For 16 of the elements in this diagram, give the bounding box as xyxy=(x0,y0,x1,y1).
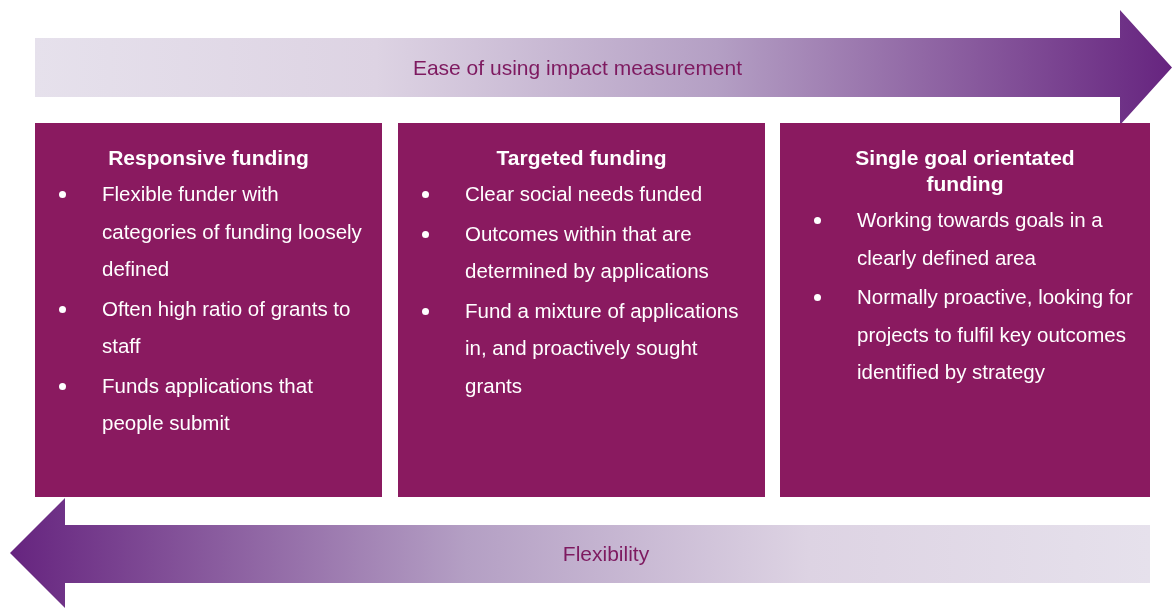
category-card xyxy=(398,123,765,497)
card-heading: Targeted funding xyxy=(495,145,668,171)
bullet-text: Working towards goals in a clearly defined area xyxy=(857,207,1104,271)
category-card xyxy=(35,123,382,497)
arrow-label: Flexibility xyxy=(562,541,650,568)
bullet-text: Outcomes within that are determined by applications xyxy=(465,220,710,284)
card-heading: Responsive funding xyxy=(107,145,310,171)
bullet-text: Clear social needs funded xyxy=(465,181,704,207)
card-heading: Single goal orientated funding xyxy=(854,145,1076,197)
bullet-text: Funds applications that people submit xyxy=(102,372,314,436)
category-card xyxy=(780,123,1150,497)
bullet-text: Normally proactive, looking for projects to fulfil key outcomes identified by strategy xyxy=(857,284,1134,385)
bullet-text: Flexible funder with categories of funding loosely defined xyxy=(102,181,363,282)
bullet-text: Often high ratio of grants to staff xyxy=(102,295,352,359)
arrow-label: Ease of using impact measurement xyxy=(412,54,743,81)
bullet-text: Fund a mixture of applications in, and proactively sought grants xyxy=(465,297,740,399)
